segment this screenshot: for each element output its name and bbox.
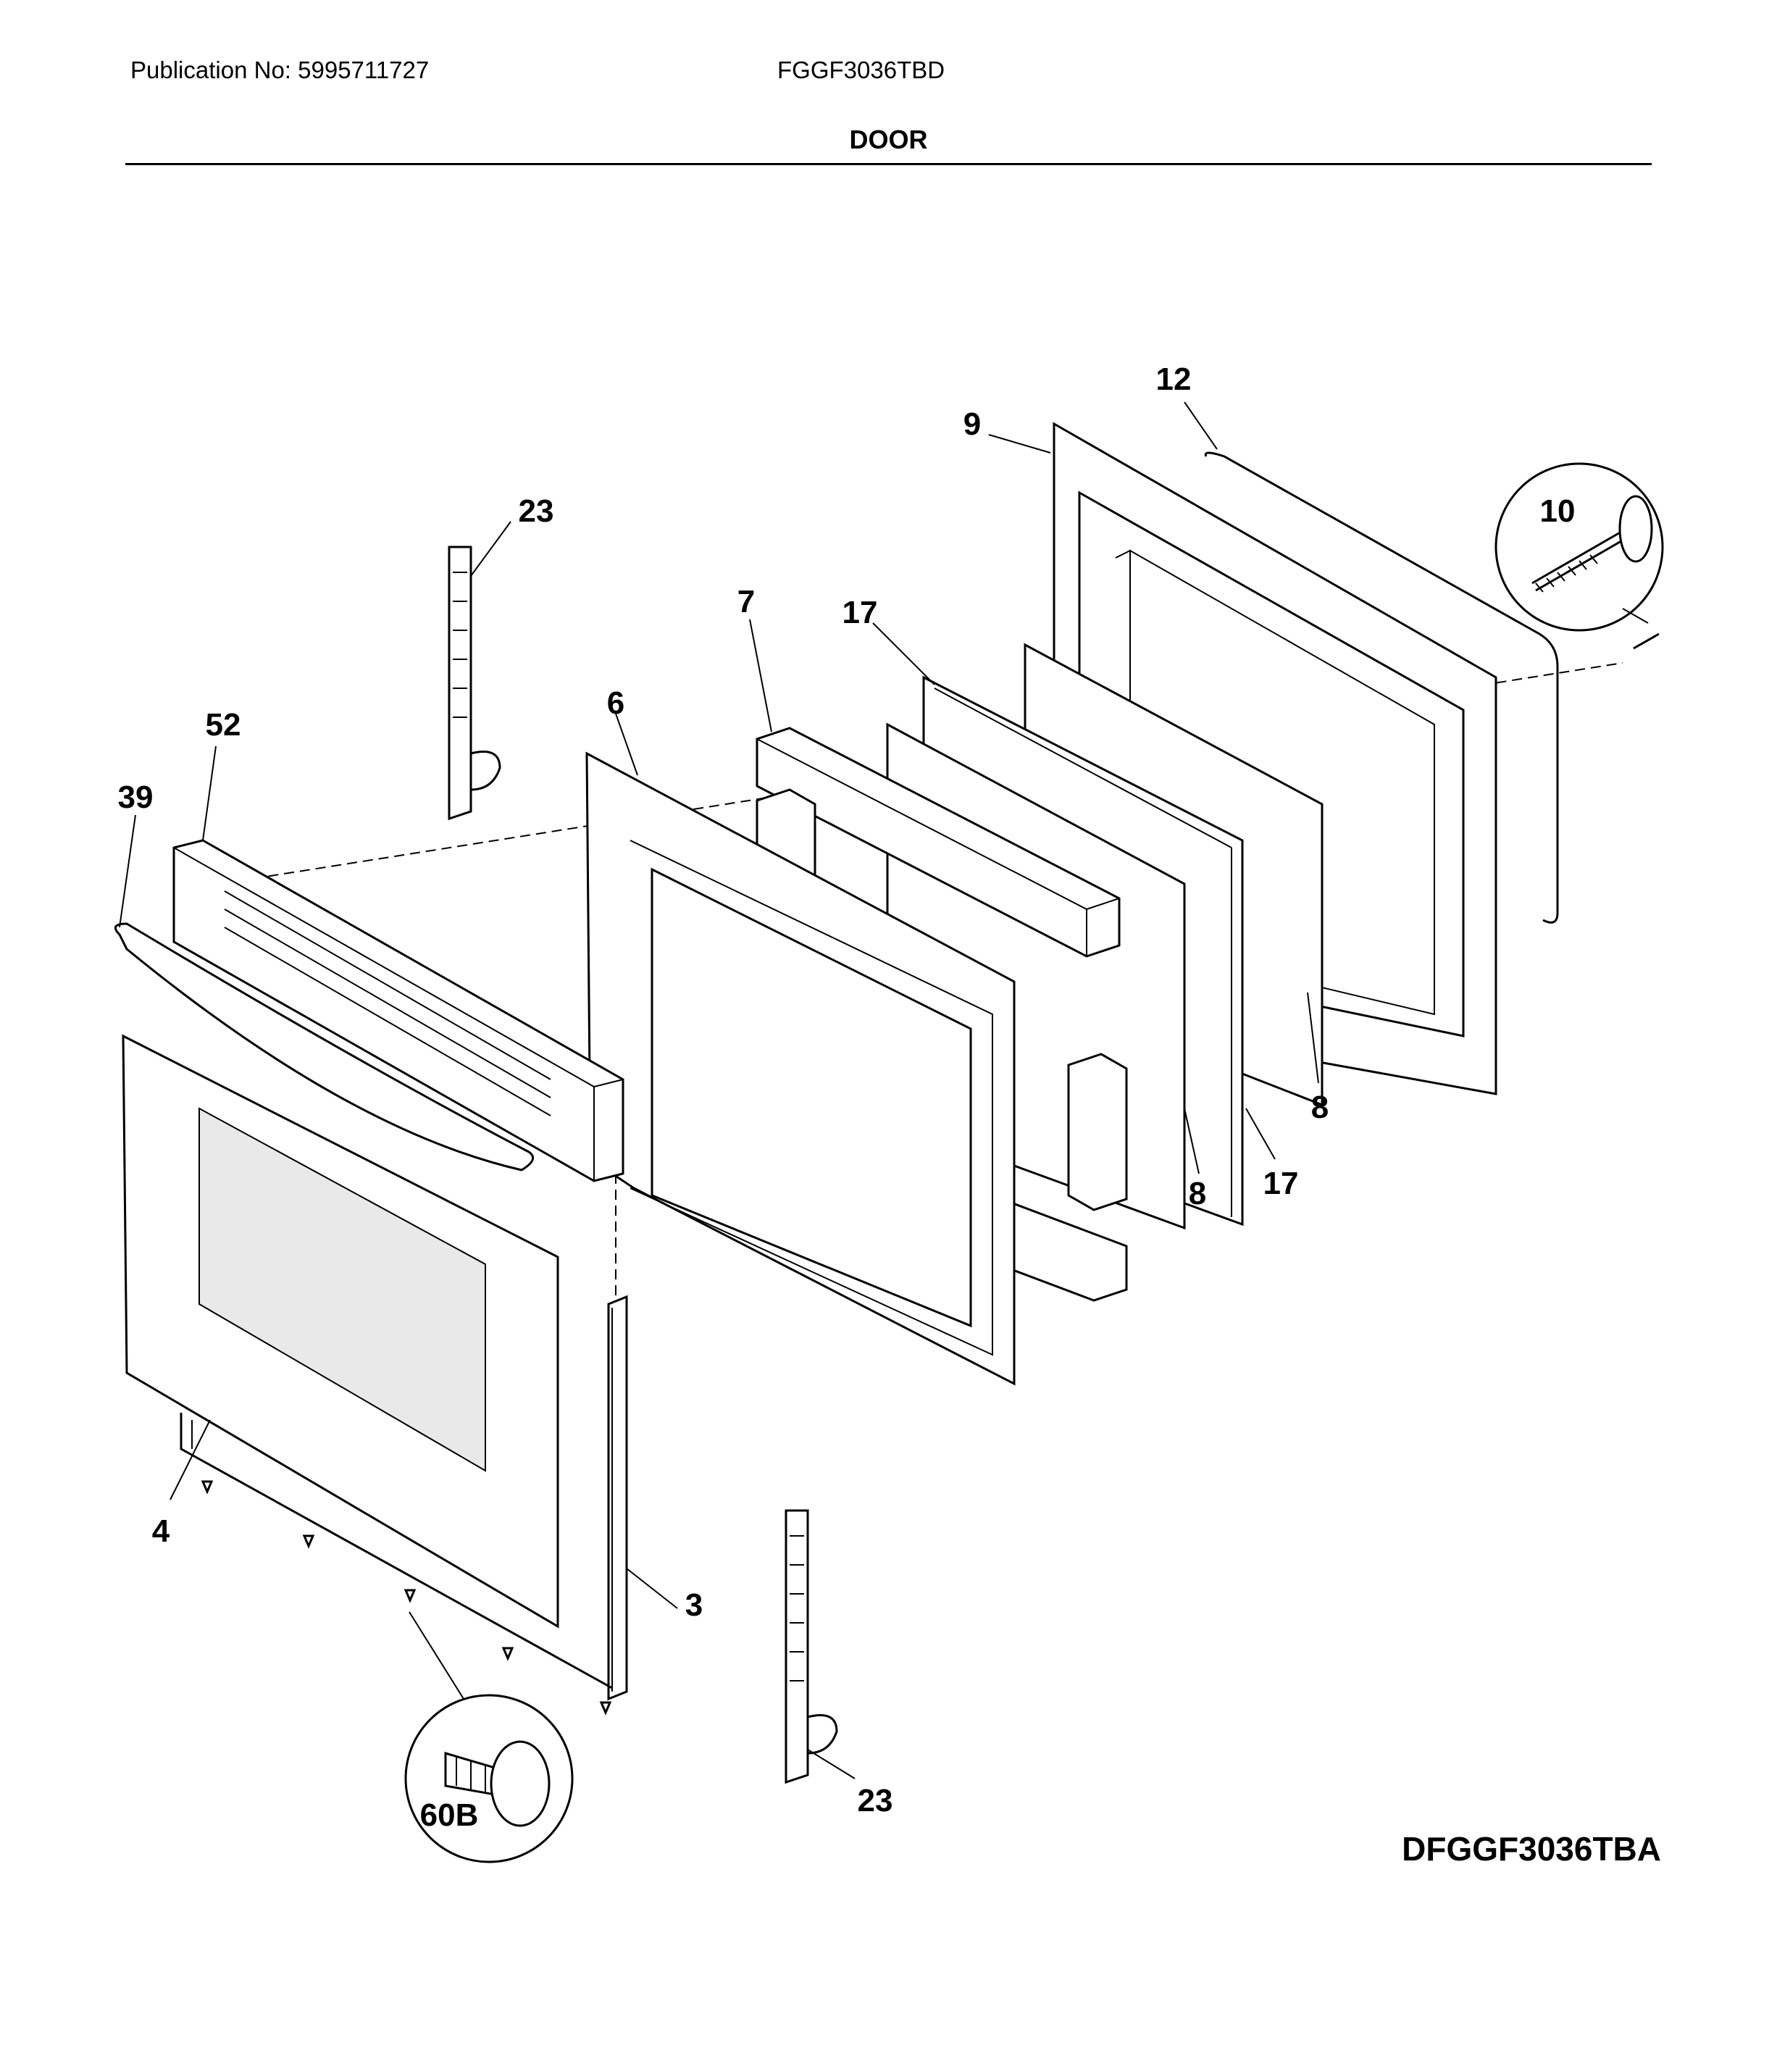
callout-3: 3 [685,1587,703,1623]
callout-9: 9 [963,406,981,442]
callout-6: 6 [607,685,624,721]
part-39-door-handle [114,922,535,1171]
leader-lines [119,401,1319,1779]
callout-17-upper: 17 [842,595,878,630]
callout-23-lower: 23 [858,1783,893,1818]
publication-number: Publication No: 5995711727 [130,57,430,83]
part-4-bottom-trim [180,1413,613,1689]
model-number: FGGF3036TBD [777,57,945,83]
callout-39: 39 [118,780,154,815]
callout-8-left: 8 [1189,1176,1206,1211]
part-3-side-trim [607,1295,628,1701]
callout-12: 12 [1156,362,1192,397]
part-60b-screw-detail [404,1611,574,1863]
part-10-screw-detail [1494,462,1664,650]
callout-60b: 60B [420,1797,479,1833]
callout-52: 52 [206,707,241,743]
callout-8-right: 8 [1311,1090,1329,1125]
diagram-code: DFGGF3036TBA [1402,1830,1661,1868]
section-title: DOOR [849,125,928,154]
outer-door-glass [122,1034,559,1629]
callout-4: 4 [152,1513,170,1549]
callout-10: 10 [1540,493,1576,529]
callout-7: 7 [737,584,755,619]
callout-17-lower: 17 [1263,1166,1299,1201]
part-23-hinge-upper [448,546,501,821]
part-12-door-gasket [1204,451,1559,924]
part-6-inner-door-panel [585,751,1016,1386]
callout-23-upper: 23 [519,493,554,529]
part-23-hinge-lower [785,1509,838,1784]
header-rule [125,163,1652,165]
bottom-screws [201,1480,612,1716]
callout-labels: 23 52 39 6 7 17 9 12 10 8 8 17 4 3 60B 2… [118,362,1576,1833]
